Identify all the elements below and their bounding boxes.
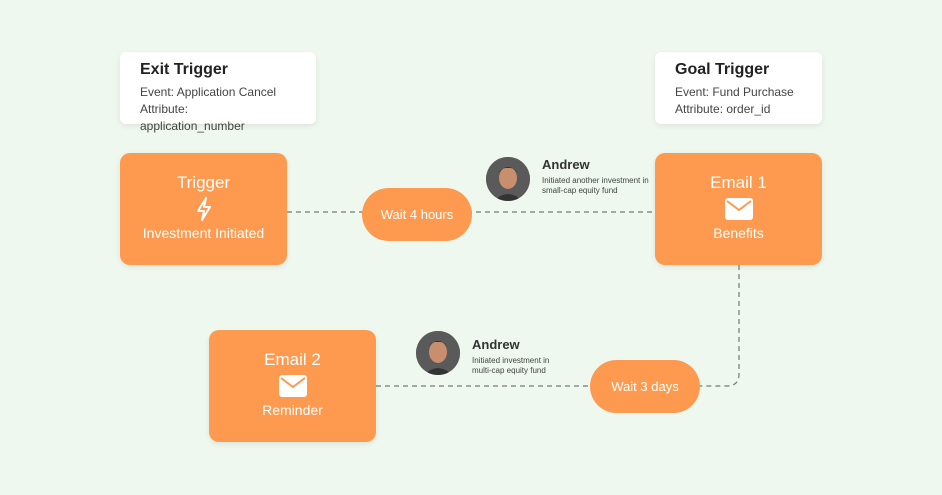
goal-trigger-card[interactable]: Goal Trigger Event: Fund Purchase Attrib…: [655, 52, 822, 124]
exit-trigger-event: Event: Application Cancel: [140, 85, 277, 99]
goal-trigger-event: Event: Fund Purchase: [675, 85, 794, 99]
activity-item: Andrew Initiated another investment in s…: [542, 157, 652, 196]
goal-trigger-attribute: Attribute: order_id: [675, 102, 771, 116]
mail-icon: [655, 193, 822, 225]
trigger-title: Trigger: [176, 173, 231, 192]
activity-name: Andrew: [542, 157, 590, 172]
avatar: [486, 157, 530, 201]
trigger-node[interactable]: Trigger Investment Initiated: [120, 153, 287, 265]
activity-text: Initiated another investment in small-ca…: [542, 176, 649, 195]
mail-icon: [209, 370, 376, 402]
email2-subtitle: Reminder: [262, 402, 323, 418]
activity-item: Andrew Initiated investment in multi-cap…: [472, 337, 567, 376]
trigger-subtitle: Investment Initiated: [142, 225, 265, 241]
goal-trigger-title: Goal Trigger: [675, 61, 770, 78]
email1-title: Email 1: [710, 173, 767, 192]
wait-4-hours-pill[interactable]: Wait 4 hours: [362, 188, 472, 241]
lightning-icon: [120, 193, 287, 225]
email2-title: Email 2: [264, 350, 321, 369]
email1-node[interactable]: Email 1 Benefits: [655, 153, 822, 265]
email1-subtitle: Benefits: [713, 225, 764, 241]
activity-text: Initiated investment in multi-cap equity…: [472, 356, 550, 375]
exit-trigger-title: Exit Trigger: [140, 61, 229, 78]
exit-trigger-attribute: Attribute: application_number: [140, 102, 245, 133]
exit-trigger-card[interactable]: Exit Trigger Event: Application Cancel A…: [120, 52, 316, 133]
email2-node[interactable]: Email 2 Reminder: [209, 330, 376, 442]
activity-name: Andrew: [472, 337, 520, 352]
avatar: [416, 331, 460, 375]
wait-3-days-pill[interactable]: Wait 3 days: [590, 360, 700, 413]
